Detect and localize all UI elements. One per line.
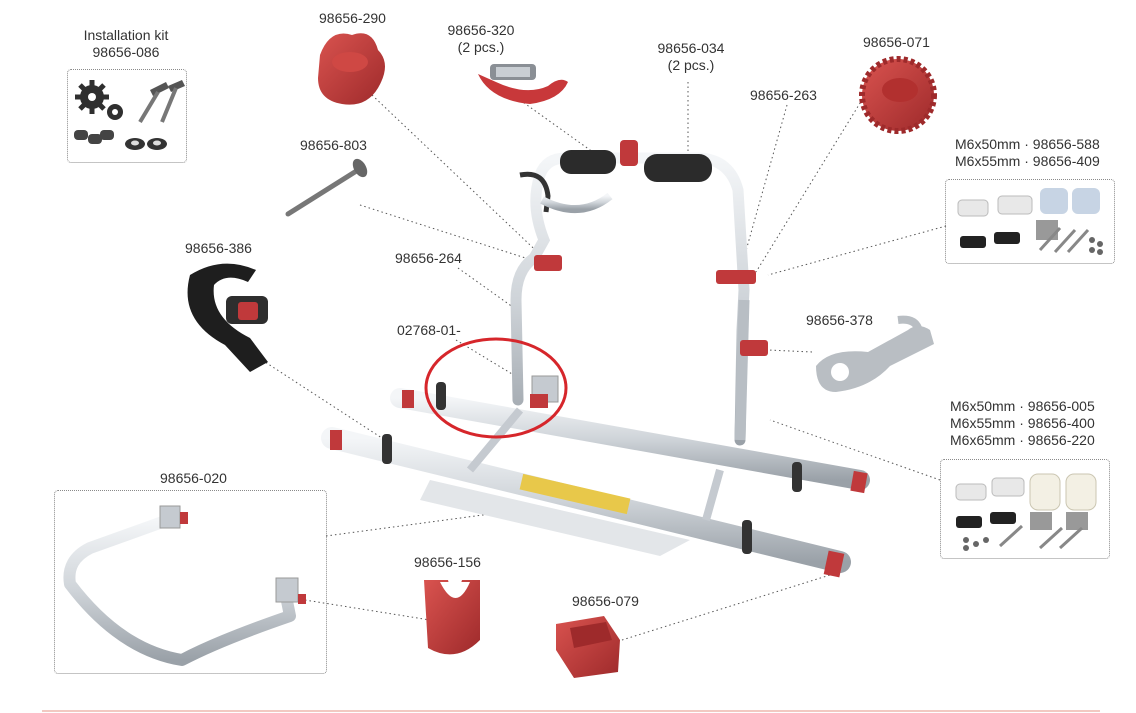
- black-strap-part: [187, 263, 268, 372]
- mounting-kit-2-label: M6x50mm · 98656-005 M6x55mm · 98656-400 …: [950, 398, 1095, 448]
- label-98656-290: 98656-290: [319, 10, 386, 26]
- mounting-kit-2-parts: [955, 473, 1097, 551]
- support-frame-box: [54, 490, 327, 674]
- label-98656-263: 98656-263: [750, 87, 817, 103]
- mounting-kit-2-box: [940, 459, 1110, 559]
- label-98656-378: 98656-378: [806, 312, 873, 328]
- rotary-knob-part: [318, 33, 385, 105]
- highlight-circle: [424, 337, 568, 439]
- mounting-kit-1-box: [945, 179, 1115, 264]
- label-98656-386: 98656-386: [185, 240, 252, 256]
- bike-rack-frame: [321, 140, 870, 578]
- chain-link-icon: [74, 130, 114, 144]
- label-98656-020: 98656-020: [160, 470, 227, 486]
- pin-part: [285, 158, 368, 217]
- installation-kit-label: Installation kit 98656-086: [83, 27, 169, 60]
- label-98656-320: 98656-320 (2 pcs.): [447, 22, 515, 55]
- label-98656-264: 98656-264: [395, 250, 462, 266]
- label-02768-01: 02768-01-: [397, 322, 461, 338]
- mounting-kit-1-label: M6x50mm · 98656-588 M6x55mm · 98656-409: [955, 136, 1100, 169]
- label-98656-803: 98656-803: [300, 137, 367, 153]
- label-98656-156: 98656-156: [414, 554, 481, 570]
- red-strap-part: [478, 64, 568, 104]
- toothed-ring-part: [859, 56, 937, 134]
- mounting-kit-1-parts: [957, 188, 1103, 255]
- label-98656-034: 98656-034 (2 pcs.): [657, 40, 725, 73]
- label-98656-079: 98656-079: [572, 593, 639, 609]
- fork-bracket-part: [816, 315, 934, 392]
- nut-icon: [125, 138, 167, 150]
- support-frame-part: [63, 505, 306, 666]
- label-98656-071: 98656-071: [863, 34, 930, 50]
- installation-kit-box: [67, 69, 187, 163]
- cradle-holder-part: [424, 580, 480, 655]
- screw-icon: [138, 80, 185, 124]
- gear-icon: [75, 80, 123, 120]
- wheel-holder-part: [556, 616, 620, 678]
